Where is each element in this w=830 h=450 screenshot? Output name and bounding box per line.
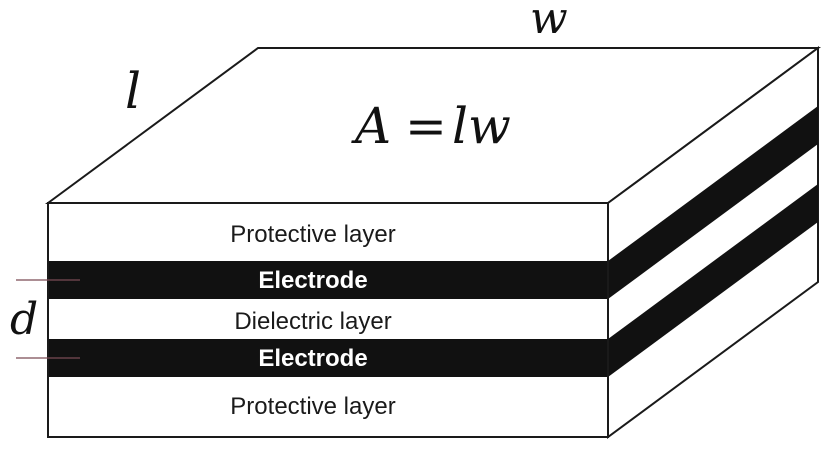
front-electrode-band-bottom (48, 339, 608, 377)
width-label: w (530, 0, 568, 44)
formula-equals: = (405, 97, 447, 155)
front-electrode-band-top (48, 261, 608, 299)
side-electrode-stripe-bottom (608, 184, 818, 377)
layer-label-dielectric: Dielectric layer (234, 308, 391, 335)
formula-rhs: lw (452, 97, 511, 155)
length-label: l (125, 62, 141, 120)
front-outline (47, 202, 609, 438)
side-electrode-stripe-top (608, 106, 818, 299)
layer-label-protective-bottom: Protective layer (230, 393, 395, 420)
formula-lhs: A (351, 97, 391, 155)
thickness-label: d (10, 294, 38, 345)
layer-label-electrode-bottom: Electrode (258, 345, 367, 372)
area-formula: A = lw (351, 97, 511, 155)
layer-label-electrode-top: Electrode (258, 267, 367, 294)
layer-label-protective-top: Protective layer (230, 221, 395, 248)
